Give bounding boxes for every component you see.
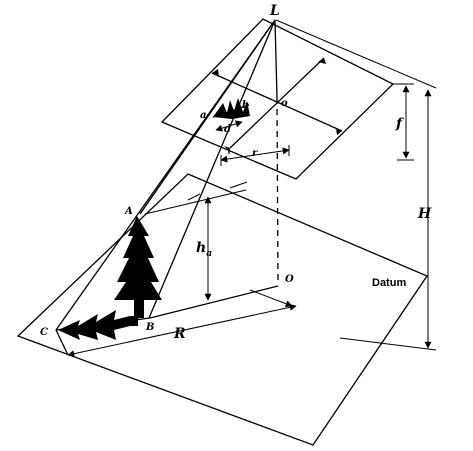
label-L: L bbox=[269, 3, 280, 19]
label-B: B bbox=[145, 322, 154, 333]
label-a: a bbox=[200, 110, 206, 121]
R-arrow bbox=[67, 303, 297, 358]
standing-tree bbox=[114, 216, 162, 318]
H-tick-bottom bbox=[339, 337, 437, 351]
ray-L-to-B bbox=[148, 19, 276, 319]
d-arrow bbox=[215, 120, 243, 132]
label-R: R bbox=[173, 326, 186, 342]
tree-image-on-photo bbox=[212, 98, 250, 119]
fiducial-mark-left bbox=[212, 69, 219, 77]
H-tick-top bbox=[275, 19, 437, 89]
O-arrow bbox=[249, 289, 293, 308]
ray-L-to-C bbox=[55, 19, 276, 331]
line-C-to-datum bbox=[55, 329, 69, 356]
ha-tick-top bbox=[144, 189, 247, 215]
label-f: f bbox=[395, 116, 405, 132]
principal-axis-dashed bbox=[276, 97, 279, 286]
label-b: b bbox=[242, 100, 249, 111]
label-A: A bbox=[124, 206, 133, 217]
label-o: o bbox=[281, 98, 288, 109]
fiducial-mark-top bbox=[318, 58, 326, 64]
fiducial-mark-right bbox=[336, 128, 342, 135]
label-d: d bbox=[224, 124, 231, 135]
label-O: O bbox=[285, 274, 294, 285]
line-B-to-O bbox=[149, 285, 279, 319]
r-arrow bbox=[220, 147, 290, 163]
datum-plane bbox=[16, 173, 428, 446]
label-C: C bbox=[40, 327, 48, 338]
label-datum: Datum bbox=[372, 277, 406, 289]
label-r: r bbox=[252, 148, 258, 159]
principal-axis-upper bbox=[274, 19, 278, 99]
label-H: H bbox=[417, 206, 432, 222]
label-ha: ha bbox=[196, 240, 212, 259]
displaced-tree-image bbox=[58, 310, 138, 340]
